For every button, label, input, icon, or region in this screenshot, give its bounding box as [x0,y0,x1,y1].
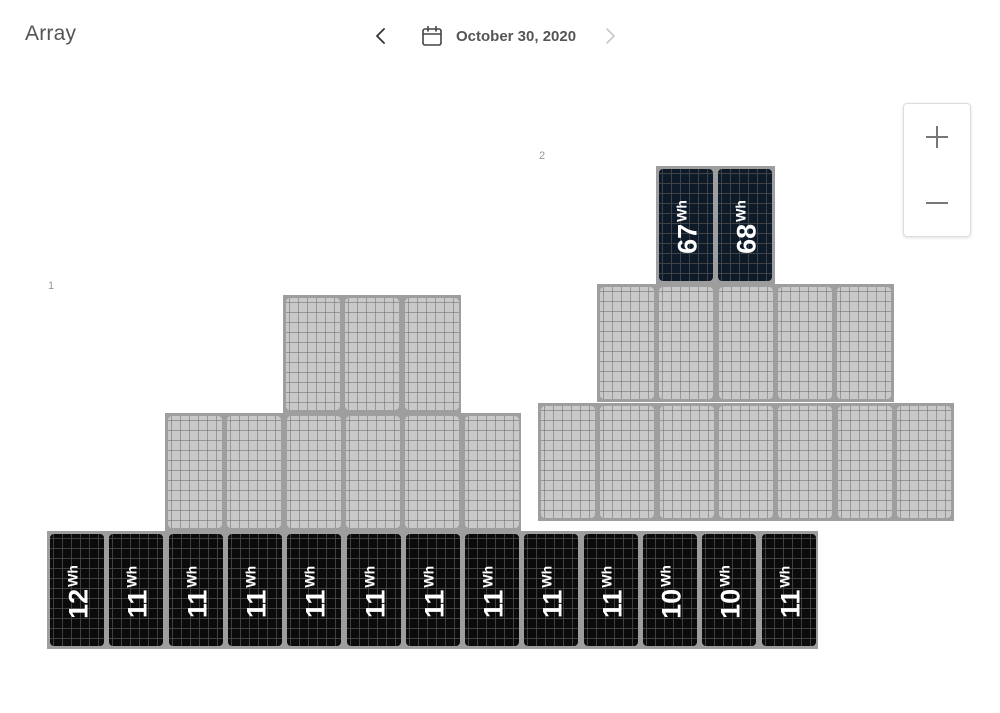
panel-energy-unit: Wh [776,565,793,588]
solar-panel-no-data[interactable] [716,404,775,520]
solar-panel-no-data[interactable] [284,414,343,530]
panel-energy-unit: Wh [64,565,81,587]
panel-energy-value: 68 [731,223,762,254]
panel-energy-value: 11 [419,589,450,619]
panel-energy-value: 11 [182,589,213,619]
panel-energy-unit: Wh [673,200,690,222]
panel-energy-unit: Wh [538,565,555,588]
zoom-in-button[interactable] [904,104,970,170]
panel-energy-value: 10 [656,588,687,619]
solar-panel-no-data[interactable] [657,285,716,401]
solar-panel-no-data[interactable] [894,404,953,520]
solar-panel-no-data[interactable] [835,285,894,401]
zoom-control [903,103,971,237]
panel-energy-unit: Wh [598,565,615,588]
panel-energy-value: 11 [122,589,153,619]
date-navigator: October 30, 2020 [0,0,1000,70]
solar-panel-no-data[interactable] [284,296,342,412]
panel-row-frame [165,413,522,531]
panel-energy-value: 67 [672,223,703,254]
solar-panel-no-data[interactable] [657,404,716,520]
panel-energy-value: 11 [775,589,806,619]
calendar-icon [422,25,442,46]
selected-date: October 30, 2020 [456,27,577,45]
panel-energy-unit: Wh [420,565,437,588]
chevron-left-icon [376,28,385,44]
panel-energy-value: 10 [715,588,746,619]
array-group-label-1: 1 [48,280,55,292]
panel-energy-value: 11 [537,589,568,619]
panel-energy-unit: Wh [123,565,140,588]
panel-energy-unit: Wh [183,565,200,588]
solar-panel-no-data[interactable] [775,285,834,401]
solar-panel-no-data[interactable] [716,285,775,401]
solar-panel-no-data[interactable] [402,296,461,412]
panel-energy-value: 11 [300,589,331,619]
solar-panel-no-data[interactable] [343,296,402,412]
solar-panel-no-data[interactable] [225,414,284,530]
minus-icon [926,202,948,204]
solar-panel-no-data[interactable] [598,404,657,520]
plus-icon [926,126,948,148]
panel-energy-value: 12 [63,588,94,619]
solar-panel-no-data[interactable] [776,404,835,520]
panel-energy-unit: Wh [479,565,496,588]
chevron-right-icon [606,28,615,44]
panel-energy-unit: Wh [732,200,749,222]
panel-energy-unit: Wh [301,565,318,588]
solar-panel-no-data[interactable] [462,414,521,530]
date-picker[interactable]: October 30, 2020 [420,22,576,50]
solar-panel-no-data[interactable] [343,414,402,530]
solar-panel-no-data[interactable] [539,404,597,520]
next-day-button[interactable] [597,22,623,50]
solar-panel-no-data[interactable] [598,285,656,401]
previous-day-button[interactable] [368,22,394,50]
zoom-out-button[interactable] [904,170,970,236]
panel-energy-unit: Wh [716,565,733,587]
panel-energy-value: 11 [360,589,390,619]
panel-energy-unit: Wh [657,565,674,587]
solar-panel-no-data[interactable] [835,404,894,520]
panel-energy-value: 11 [241,589,272,619]
panel-energy-unit: Wh [242,565,259,588]
solar-panel-no-data[interactable] [166,414,224,530]
panel-energy-value: 11 [597,589,628,619]
array-group-label-2: 2 [539,150,546,162]
panel-energy-unit: Wh [361,565,377,588]
solar-panel-no-data[interactable] [403,414,462,530]
page-title: Array [25,22,77,45]
panel-energy-value: 11 [478,589,509,619]
